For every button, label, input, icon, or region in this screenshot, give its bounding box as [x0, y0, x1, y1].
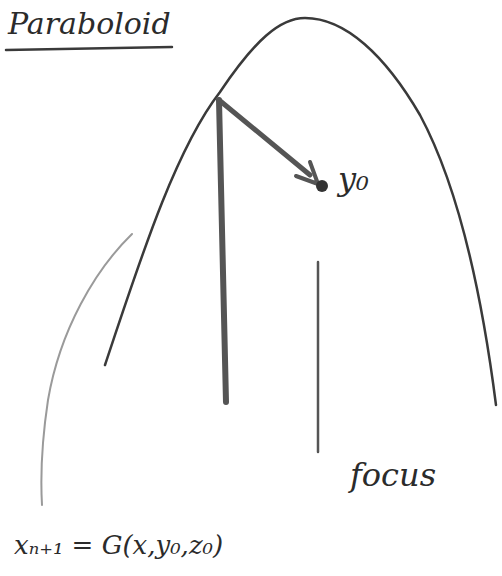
formula-label: xₙ₊₁ = G(x,y₀,z₀) [14, 530, 223, 560]
focus-label: focus [350, 456, 436, 494]
focus-point [316, 180, 328, 192]
formula-leader [41, 234, 132, 505]
parabola-curve [105, 18, 496, 405]
diagram-title: Paraboloid [8, 6, 171, 41]
point-label: y₀ [338, 160, 369, 198]
focus-leader [317, 262, 320, 452]
reflected-ray [219, 100, 310, 175]
arrow-head [296, 162, 318, 184]
title-underline [6, 47, 172, 50]
incoming-ray [219, 100, 226, 402]
